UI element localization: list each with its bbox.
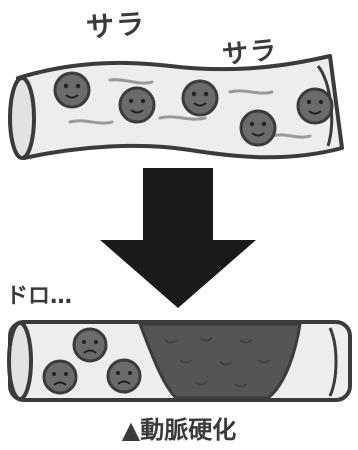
smiling-blood-cell-icon <box>298 89 332 123</box>
smiling-blood-cell-icon <box>120 88 154 122</box>
down-arrow-icon <box>100 168 256 308</box>
sad-blood-cell-icon <box>108 360 140 392</box>
caption: ▲動脈硬化 <box>0 410 358 445</box>
sad-blood-cell-icon <box>44 361 76 393</box>
sfx-sara-right: サラ <box>220 29 280 72</box>
smiling-blood-cell-icon <box>183 81 217 115</box>
smiling-blood-cell-icon <box>241 111 275 145</box>
smiling-blood-cell-icon <box>55 73 89 107</box>
sfx-doro: ドロ… <box>6 278 72 310</box>
sfx-sara-left: サラ <box>85 2 148 46</box>
sad-blood-cell-icon <box>74 329 106 361</box>
healthy-vessel <box>10 56 342 158</box>
